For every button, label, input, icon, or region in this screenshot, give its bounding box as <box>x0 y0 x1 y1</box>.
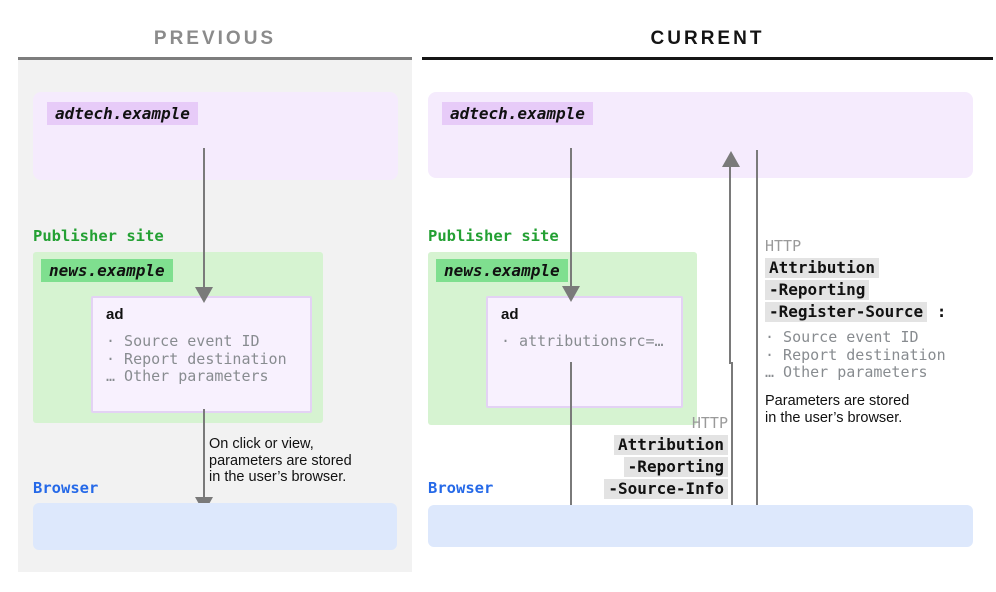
previous-divider <box>18 57 412 60</box>
previous-ad-to-browser-arrow-line <box>203 409 205 497</box>
current-adtech-to-browser-arrow-line <box>756 150 758 506</box>
response-param: · Source event ID <box>765 328 919 346</box>
current-adtech-to-ad-arrowhead-icon <box>562 286 580 302</box>
previous-publisher-site-label: Publisher site <box>33 227 164 245</box>
request-header-line: -Reporting <box>623 457 728 477</box>
current-loop-up-line <box>729 166 731 364</box>
current-ad-param: · attributionsrc=… <box>501 332 664 350</box>
response-param: … Other parameters <box>765 363 928 381</box>
previous-adtech-to-ad-arrow-line <box>203 148 205 287</box>
response-header-line: -Reporting <box>765 280 870 300</box>
request-header-line: Attribution <box>614 435 728 455</box>
request-header-line: -Source-Info <box>604 479 728 499</box>
current-note: Parameters are stored in the user’s brow… <box>765 393 910 426</box>
current-browser-label: Browser <box>428 479 494 497</box>
previous-browser-label: Browser <box>33 479 99 497</box>
response-header-line: Attribution <box>765 258 879 278</box>
current-divider <box>422 57 993 60</box>
current-news-label: news.example <box>436 259 568 282</box>
response-http-label: HTTP <box>765 237 802 255</box>
response-header-block: HTTP Attribution -Reporting -Register-So… <box>765 237 990 382</box>
current-browser-box <box>428 505 973 547</box>
current-loop-up-arrowhead-icon <box>722 151 740 167</box>
previous-ad-param: · Source event ID <box>106 332 260 350</box>
previous-adtech-box: adtech.example <box>33 92 398 180</box>
previous-browser-box <box>33 503 397 550</box>
previous-note: On click or view, parameters are stored … <box>209 436 352 485</box>
current-publisher-site-label: Publisher site <box>428 227 559 245</box>
current-adtech-box: adtech.example <box>428 92 973 178</box>
current-ad-label: ad <box>501 306 519 323</box>
previous-adtech-to-ad-arrowhead-icon <box>195 287 213 303</box>
response-header-colon: : <box>927 302 947 321</box>
request-http-label: HTTP <box>691 414 728 432</box>
previous-ad-box: ad · Source event ID · Report destinatio… <box>91 296 312 413</box>
previous-title: PREVIOUS <box>153 28 277 49</box>
request-header-block: HTTP Attribution -Reporting -Source-Info <box>540 414 728 499</box>
current-title: CURRENT <box>650 28 765 49</box>
previous-ad-param: · Report destination <box>106 349 287 368</box>
previous-ad-param: … Other parameters <box>106 367 269 385</box>
previous-news-label: news.example <box>41 259 173 282</box>
response-header-line: -Register-Source <box>765 302 928 322</box>
previous-adtech-label: adtech.example <box>47 102 198 125</box>
current-adtech-label: adtech.example <box>442 102 593 125</box>
response-param: · Report destination <box>765 345 946 364</box>
previous-ad-label: ad <box>106 306 124 323</box>
current-adtech-to-ad-arrow-line <box>570 148 572 286</box>
